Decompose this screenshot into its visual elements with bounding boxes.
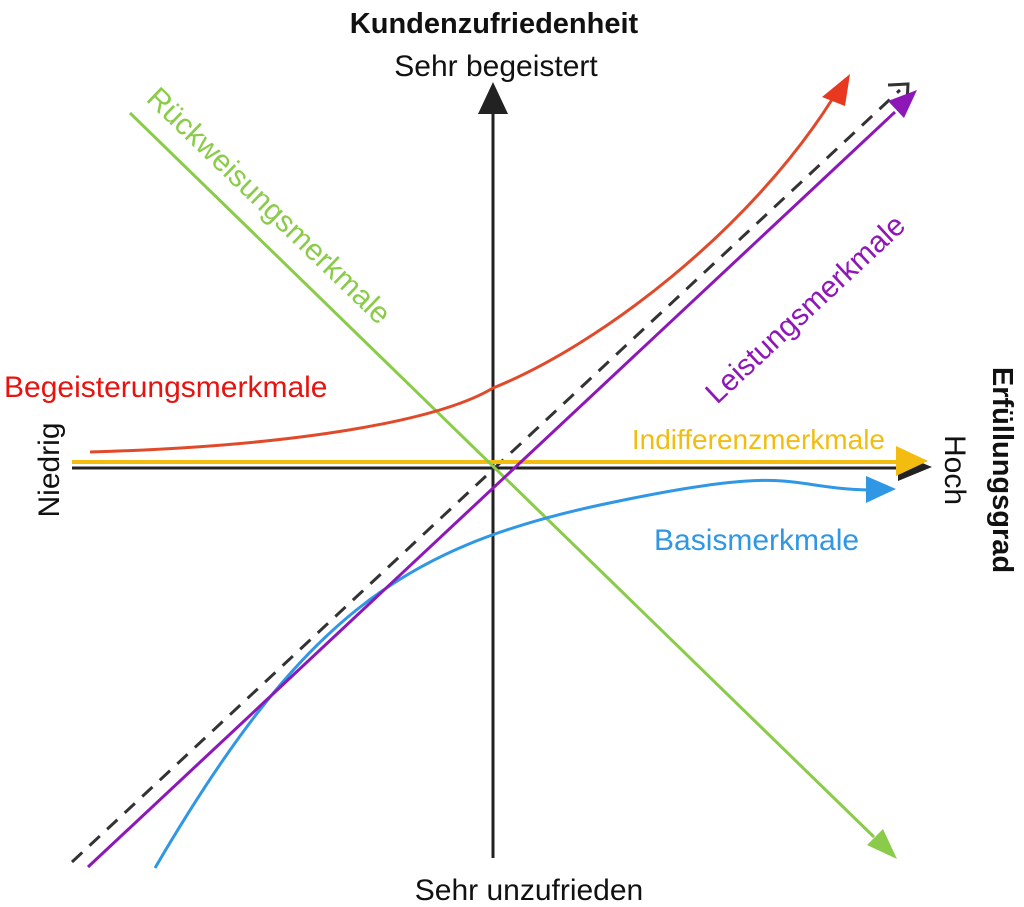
curve-rueckweisung-line xyxy=(128,111,876,839)
curve-indifferenz xyxy=(72,446,928,476)
curve-begeisterung-line xyxy=(89,97,835,454)
curve-leistung-line xyxy=(86,110,897,869)
curve-label-leistung: Leistungsmerkmale xyxy=(699,209,912,411)
curve-label-rueckweisung: Rückweisungsmerkmale xyxy=(140,81,397,331)
y-axis-bottom-label: Sehr unzufrieden xyxy=(415,874,644,907)
curve-basis-arrowhead xyxy=(866,476,896,503)
curve-label-basis: Basismerkmale xyxy=(654,524,859,557)
curve-label-indifferenz: Indifferenzmerkmale xyxy=(632,424,885,455)
curve-rueckweisung xyxy=(128,111,897,859)
reference-diagonal-line xyxy=(70,88,902,864)
reference-diagonal xyxy=(70,82,910,864)
curve-indifferenz-arrowhead xyxy=(896,446,928,476)
curve-begeisterung-arrowhead xyxy=(822,74,850,106)
curve-begeisterung xyxy=(89,74,850,454)
curve-leistung-arrowhead xyxy=(888,90,917,118)
x-axis-right-label: Hoch xyxy=(938,435,971,505)
x-axis-left-label: Niedrig xyxy=(33,422,66,517)
y-axis-title: Kundenzufriedenheit xyxy=(350,8,639,40)
curve-leistung xyxy=(86,90,917,869)
x-axis-title: Erfüllungsgrad xyxy=(986,367,1018,573)
y-axis-top-label: Sehr begeistert xyxy=(394,50,598,83)
curve-rueckweisung-arrowhead xyxy=(867,829,897,859)
curve-label-begeisterung: Begeisterungsmerkmale xyxy=(4,371,327,404)
y-axis-arrowhead xyxy=(478,82,508,114)
